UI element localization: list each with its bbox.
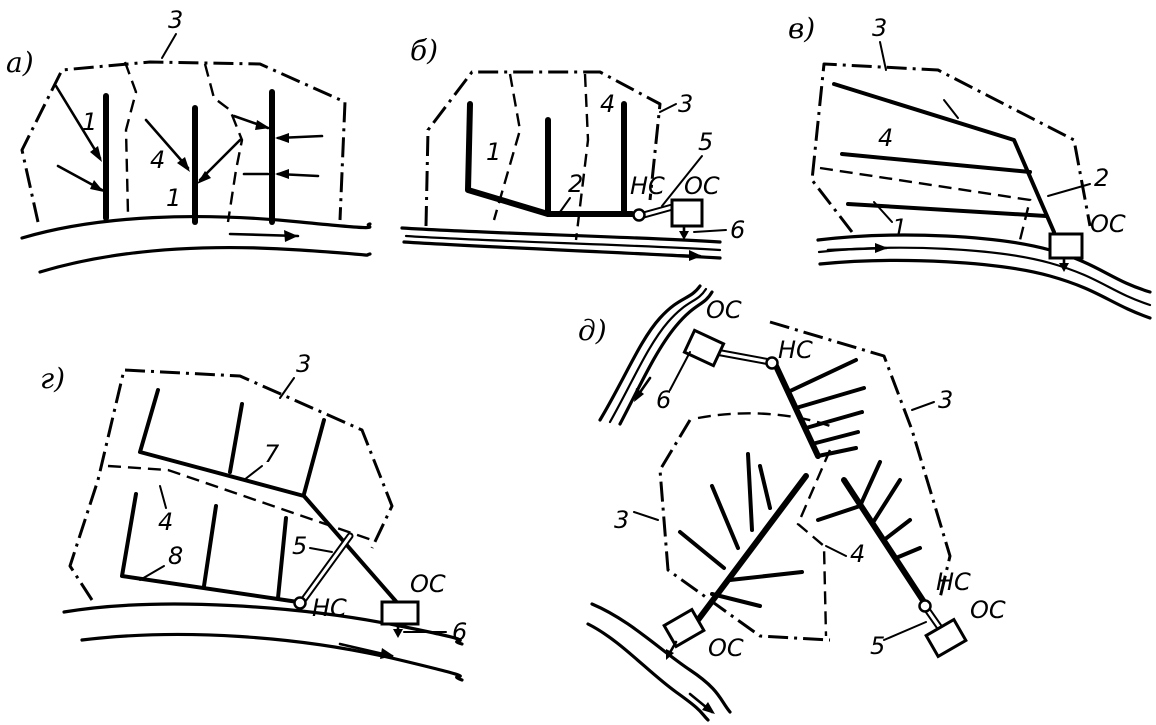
panel-v: в) 3 4 2 1 ОС: [788, 12, 1152, 320]
panel-a-watershed-2: [203, 63, 244, 223]
panel-v-river-bank-lower: [818, 258, 1152, 320]
panel-d-basin-boundary-outer: [769, 320, 952, 599]
panel-d-right-pump-station: [918, 599, 932, 613]
panel-g-label-4: 4: [158, 508, 173, 536]
panel-g: г) 3 7 4 8 5 НС ОС 6: [40, 350, 467, 682]
panel-v-basin-boundary: [810, 62, 1092, 233]
panel-d-right-treatment-plant: [924, 617, 968, 659]
panel-d-top-collector: [773, 363, 821, 459]
panel-b-label-3: 3: [678, 90, 693, 118]
panel-a-river-bank-lower: [38, 245, 372, 274]
panel-a-inflow-arrows: [54, 84, 324, 192]
panel-d-watershed-mid: [796, 449, 832, 637]
panel-v-letter: в): [788, 12, 815, 45]
panel-g-upper-collector: [138, 388, 402, 608]
panel-g-river-bank-lower: [80, 632, 464, 682]
panel-b-river-bank-upper: [400, 226, 722, 244]
panel-v-interceptor: [832, 82, 1056, 234]
panel-b: б) 1 2 3 4 5 НС ОС 6: [400, 34, 745, 261]
panel-g-treatment-plant: [380, 600, 420, 626]
panel-g-basin-boundary: [68, 368, 394, 601]
panel-v-label-3: 3: [872, 14, 887, 42]
panel-d-basin-boundary-left: [658, 419, 831, 642]
panel-d-label-pump-right: НС: [936, 568, 971, 596]
panel-d-label-treatment-top: ОС: [706, 296, 742, 324]
panel-v-collector-bottom: [846, 202, 1048, 218]
panel-a-watershed-1: [123, 61, 138, 215]
panel-d-watershed-top: [697, 412, 831, 428]
panel-d-label-pump-top: НС: [778, 336, 813, 364]
panel-b-label-5: 5: [698, 128, 713, 156]
panel-a-flow-arrowhead: [284, 230, 298, 242]
panel-d-top-pump-station: [765, 356, 779, 370]
panel-g-letter: г): [40, 362, 65, 395]
panel-a-basin-boundary: [20, 60, 347, 223]
panel-g-label-3: 3: [296, 350, 311, 378]
panel-a: а) 3 1 4 1: [6, 6, 372, 274]
panel-d-label-6: 6: [656, 386, 671, 414]
panel-b-main-collector: [465, 101, 635, 217]
panel-b-watershed-2: [574, 73, 590, 241]
panel-v-treatment-plant: [1048, 232, 1084, 260]
panel-b-label-pump: НС: [630, 172, 665, 200]
panel-g-watershed: [107, 464, 373, 542]
panel-d-top-treatment-plant: [682, 328, 726, 368]
panel-d-label-treatment-bottom: ОС: [708, 634, 744, 662]
panel-g-pump-station: [293, 596, 307, 610]
panel-d-mid-collector: [689, 473, 809, 631]
panel-a-label-4: 4: [150, 146, 165, 174]
panel-a-label-1-top: 1: [82, 108, 97, 136]
panel-g-label-8: 8: [168, 542, 183, 570]
panel-a-letter: а): [6, 46, 34, 79]
panel-v-label-1: 1: [892, 214, 907, 242]
panel-g-lower-collector: [120, 492, 300, 604]
panel-d-letter: д): [578, 314, 607, 347]
panel-d-label-4: 4: [850, 540, 865, 568]
panel-b-treatment-plant: [670, 198, 704, 228]
panel-v-label-4: 4: [878, 124, 893, 152]
panel-d-river-bottom-bank-2: [586, 622, 710, 722]
panel-v-label-treatment: ОС: [1090, 210, 1126, 238]
panel-a-label-3: 3: [168, 6, 183, 34]
panel-b-label-6: 6: [730, 216, 745, 244]
panel-v-watershed: [819, 166, 1032, 241]
panel-d-label-3-left: 3: [614, 506, 629, 534]
panel-b-label-treatment: ОС: [684, 172, 720, 200]
panel-d-river-top-bank-1: [598, 284, 702, 422]
panel-d: д): [578, 284, 1006, 722]
panel-g-label-6: 6: [452, 618, 467, 646]
panel-g-label-5: 5: [292, 532, 307, 560]
panel-b-label-2: 2: [568, 170, 583, 198]
panel-a-label-1-bottom: 1: [166, 184, 181, 212]
panel-v-collector-mid: [840, 152, 1032, 174]
panel-d-label-treatment-right: ОС: [970, 596, 1006, 624]
panel-d-bottom-treatment-plant: [662, 607, 706, 649]
panel-d-label-3-right: 3: [938, 386, 953, 414]
panel-b-basin-boundary: [424, 70, 662, 227]
panel-g-label-treatment: ОС: [410, 570, 446, 598]
panel-d-river-bottom-bank-1: [590, 602, 732, 714]
panel-b-pump-station: [632, 208, 646, 222]
panel-a-river-bank-upper: [20, 214, 372, 240]
panel-d-label-5: 5: [870, 632, 885, 660]
panel-g-river-bank-upper: [62, 602, 464, 646]
panel-b-label-1: 1: [486, 138, 501, 166]
panel-d-river-top-bank-2: [618, 290, 714, 426]
panel-b-letter: б): [410, 34, 438, 67]
panel-v-river-bank-upper: [816, 233, 1152, 294]
panel-v-label-2: 2: [1094, 164, 1109, 192]
panel-g-label-pump: НС: [312, 594, 347, 622]
panel-g-label-7: 7: [264, 440, 280, 468]
panel-b-label-4: 4: [600, 90, 615, 118]
